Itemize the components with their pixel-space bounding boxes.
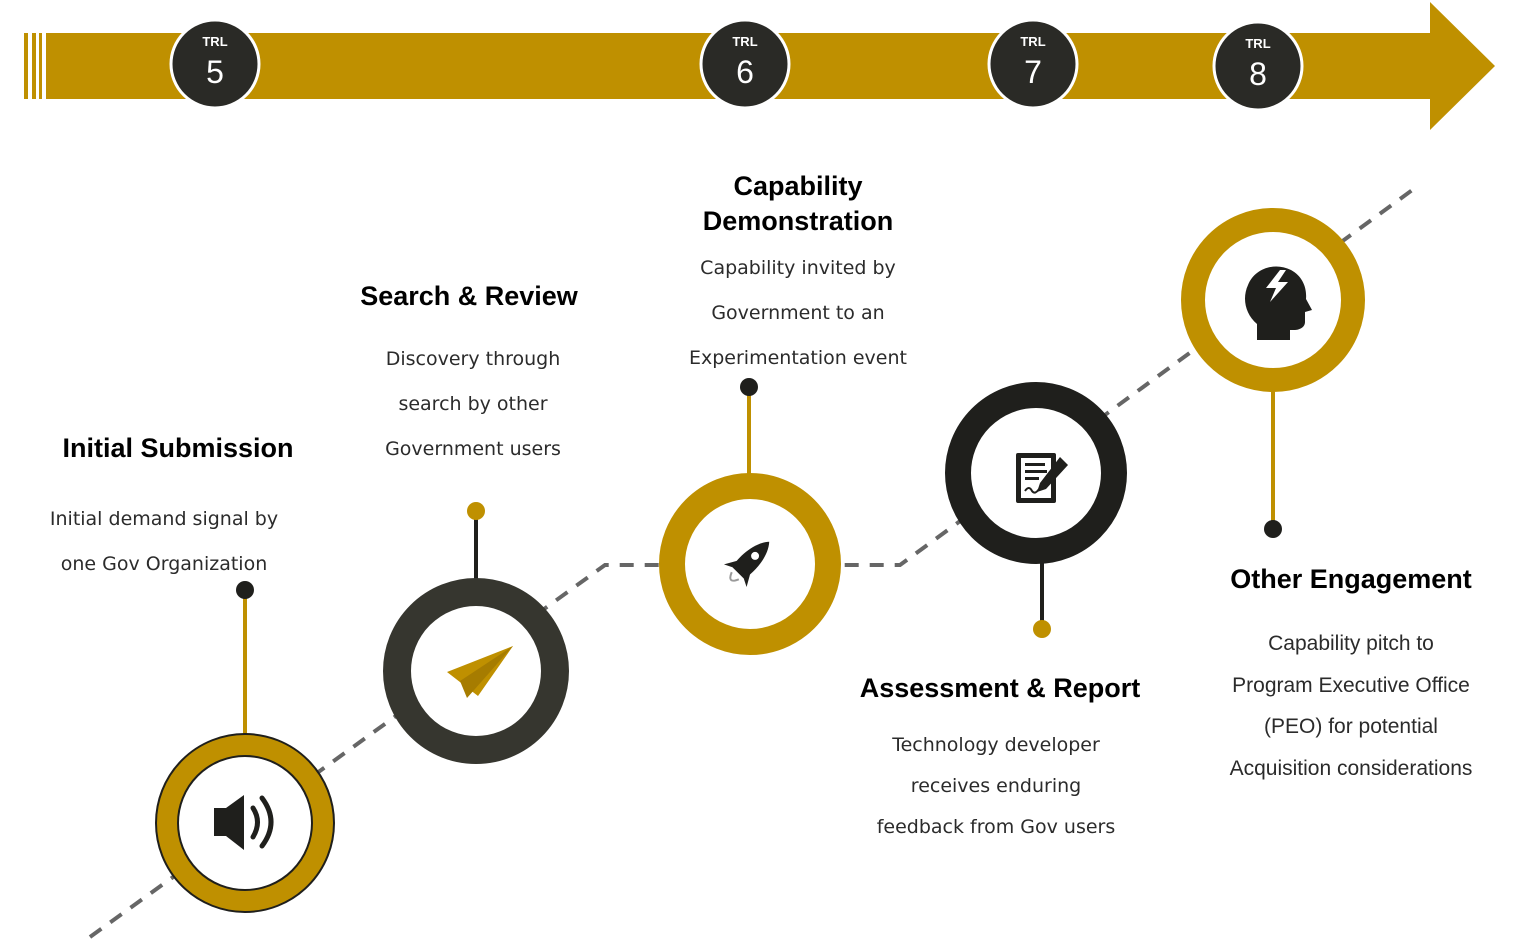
arrow-stripe — [39, 33, 42, 99]
desc-line: Initial demand signal by — [49, 508, 279, 530]
desc-line: Program Executive Office — [1232, 673, 1470, 697]
step-title-search-review: Search & Review — [360, 281, 578, 311]
arrow-stripe — [32, 33, 36, 99]
desc-line: Government to an — [711, 302, 885, 324]
paper-plane-icon — [447, 646, 513, 698]
trl-label: TRL — [202, 34, 227, 49]
step-desc-other-engagement: Capability pitch to Program Executive Of… — [1191, 623, 1511, 789]
step-title-other-engagement: Other Engagement — [1230, 564, 1472, 594]
desc-line: one Gov Organization — [60, 553, 268, 575]
desc-line: receives enduring — [910, 775, 1082, 797]
connector-initial-submission — [236, 581, 254, 735]
step-desc-initial-submission: Initial demand signal by one Gov Organiz… — [14, 497, 314, 587]
trl-number: 7 — [1024, 54, 1042, 90]
desc-line: Government users — [385, 438, 561, 460]
step-circle-capability-demo — [659, 473, 841, 655]
step-title-capability-demo: Capability Demonstration — [648, 169, 948, 239]
trl-number: 5 — [206, 54, 224, 90]
speaker-icon — [214, 795, 274, 850]
connector-search-review — [467, 502, 485, 580]
step-circle-initial-submission — [155, 733, 335, 913]
step-title-initial-submission: Initial Submission — [62, 433, 294, 463]
trl-label: TRL — [732, 34, 757, 49]
desc-line: Technology developer — [892, 734, 1100, 756]
connector-assessment-report — [1033, 560, 1051, 638]
trl-number: 8 — [1249, 56, 1267, 92]
trl-label: TRL — [1245, 36, 1270, 51]
step-circle-other-engagement — [1181, 208, 1365, 392]
desc-line: Experimentation event — [689, 347, 907, 369]
step-circle-assessment-report — [945, 382, 1127, 564]
desc-line: search by other — [398, 393, 548, 415]
desc-line: Capability pitch to — [1268, 632, 1434, 655]
rocket-icon — [723, 541, 770, 588]
head-lightning-icon — [1245, 266, 1312, 340]
trl-marker-7: TRL 7 — [987, 18, 1079, 110]
trl-number: 6 — [736, 54, 754, 90]
step-desc-assessment-report: Technology developer receives enduring f… — [846, 725, 1146, 848]
step-title-assessment-report: Assessment & Report — [859, 673, 1141, 703]
trl-marker-6: TRL 6 — [699, 18, 791, 110]
trl-label: TRL — [1020, 34, 1045, 49]
title-line: Capability — [733, 171, 863, 201]
desc-line: Discovery through — [385, 348, 561, 370]
connector-other-engagement — [1264, 388, 1282, 538]
trl-marker-8: TRL 8 — [1212, 20, 1304, 112]
desc-line: (PEO) for potential — [1264, 715, 1438, 738]
connector-capability-demo — [740, 378, 758, 475]
desc-line: feedback from Gov users — [876, 816, 1116, 838]
desc-line: Capability invited by — [700, 257, 896, 279]
trl-marker-5: TRL 5 — [169, 18, 261, 110]
step-circle-search-review — [383, 578, 569, 764]
desc-line: Acquisition considerations — [1229, 756, 1473, 780]
step-desc-search-review: Discovery through search by other Govern… — [323, 337, 623, 472]
document-pen-icon — [1016, 453, 1068, 503]
title-line: Demonstration — [702, 206, 894, 236]
step-desc-capability-demo: Capability invited by Government to an E… — [648, 246, 948, 381]
arrow-stripe — [24, 33, 28, 99]
